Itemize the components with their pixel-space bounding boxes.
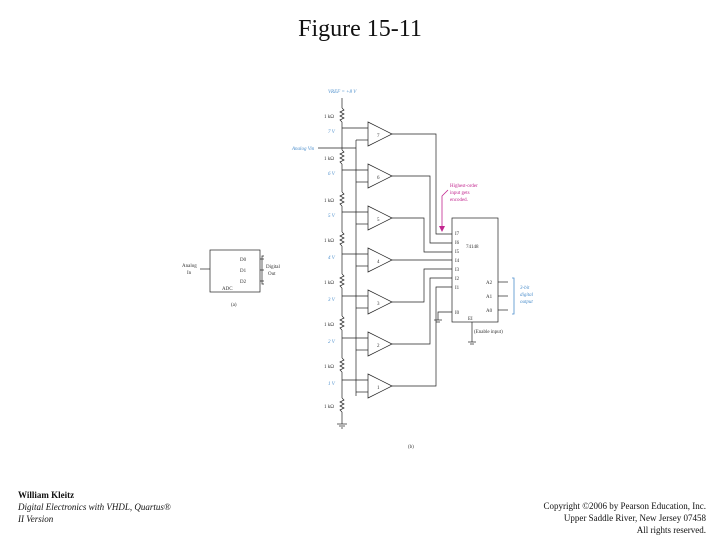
tap-voltage-4: 4 V bbox=[328, 256, 336, 261]
resistor-label-4: 1 kΩ bbox=[324, 239, 334, 244]
comparator-4 bbox=[367, 247, 393, 273]
comparator-num-5: 5 bbox=[377, 218, 380, 223]
page-title: Figure 15-11 bbox=[298, 16, 422, 42]
footer-author: William Kleitz bbox=[18, 490, 75, 500]
resistor-label-6: 1 kΩ bbox=[324, 323, 334, 328]
tap-voltage-2: 2 V bbox=[328, 340, 336, 345]
encoder-enable-pin: EI bbox=[468, 317, 473, 322]
comparator-7 bbox=[367, 121, 393, 147]
tap-voltage-3: 3 V bbox=[328, 298, 336, 303]
encoder-input-i7: I7 bbox=[455, 232, 460, 237]
adc-block-name: ADC bbox=[222, 287, 233, 292]
footer-copyright-3: All rights reserved. bbox=[636, 525, 706, 535]
comparator-num-6: 6 bbox=[377, 176, 380, 181]
adc-block-group: Analog In D0 D1 D2 ADC Digital Out (a) bbox=[182, 249, 280, 308]
resistor-label-1: 1 kΩ bbox=[324, 115, 334, 120]
resistor-label-3: 1 kΩ bbox=[324, 199, 334, 204]
comparator-num-2: 2 bbox=[377, 344, 380, 349]
output-note-3: output bbox=[520, 300, 533, 305]
resistor-label-5: 1 kΩ bbox=[324, 281, 334, 286]
output-bracket bbox=[512, 277, 515, 315]
encoder-input-i0: I0 bbox=[455, 311, 460, 316]
encoder-part-label: 74148 bbox=[466, 245, 479, 250]
priority-arrowhead bbox=[439, 226, 445, 232]
encoder-74148 bbox=[451, 217, 499, 323]
footer-copyright-2: Upper Saddle River, New Jersey 07458 bbox=[563, 513, 706, 523]
adc-output-label-1: Digital bbox=[266, 265, 280, 270]
encoder-input-i1: I1 bbox=[455, 286, 460, 291]
priority-arrow bbox=[441, 189, 449, 228]
footer-right: Copyright ©2006 by Pearson Education, In… bbox=[543, 500, 706, 536]
encoder-output-a2: A2 bbox=[486, 281, 493, 286]
resistor-label-8: 1 kΩ bbox=[324, 405, 334, 410]
tap-voltage-5: 5 V bbox=[328, 214, 336, 219]
priority-note-2: input gets bbox=[450, 191, 470, 196]
adc-output-label-2: Out bbox=[268, 272, 276, 277]
comparator-num-4: 4 bbox=[377, 260, 380, 265]
tap-voltage-1: 1 V bbox=[328, 382, 336, 387]
encoder-input-i6: I6 bbox=[455, 241, 460, 246]
comparator-5 bbox=[367, 205, 393, 231]
adc-output-d1: D1 bbox=[240, 269, 247, 274]
comparator-1 bbox=[367, 373, 393, 399]
adc-part-label: (a) bbox=[231, 303, 237, 308]
encoder-output-a1: A1 bbox=[486, 295, 493, 300]
output-note-1: 3-bit bbox=[520, 286, 530, 291]
adc-output-d2: D2 bbox=[240, 280, 247, 285]
footer-book-title-2: II Version bbox=[18, 514, 54, 524]
footer-book-title-1: Digital Electronics with VHDL, Quartus® bbox=[18, 502, 171, 512]
tap-voltage-6: 6 V bbox=[328, 172, 336, 177]
comparator-2 bbox=[367, 331, 393, 357]
comparator-num-3: 3 bbox=[377, 302, 380, 307]
encoder-input-i3: I3 bbox=[455, 268, 460, 273]
comparators bbox=[342, 121, 393, 399]
priority-note-1: Highest-order bbox=[450, 184, 478, 189]
circuit-part-label: (b) bbox=[408, 445, 414, 450]
flash-adc-circuit: VREF = +8 V 1 kΩ 1 kΩ bbox=[291, 90, 534, 450]
comparator-3 bbox=[367, 289, 393, 315]
adc-output-bracket bbox=[261, 255, 264, 285]
resistor-label-2: 1 kΩ bbox=[324, 157, 334, 162]
encoder-input-i4: I4 bbox=[455, 259, 460, 264]
output-note-2: digital bbox=[520, 293, 534, 298]
enable-note: (Enable input) bbox=[474, 330, 503, 335]
priority-note-3: encoded. bbox=[450, 198, 468, 203]
comparator-num-1: 1 bbox=[377, 386, 380, 391]
adc-input-label-2: In bbox=[187, 271, 192, 276]
encoder-input-i5: I5 bbox=[455, 250, 460, 255]
comparator-6 bbox=[367, 163, 393, 189]
footer-copyright-1: Copyright ©2006 by Pearson Education, In… bbox=[543, 501, 706, 511]
vref-label: VREF = +8 V bbox=[328, 90, 357, 95]
comparator-to-encoder-wires bbox=[392, 133, 452, 387]
analog-in-label: Analog Vin bbox=[291, 147, 315, 152]
footer-left: William Kleitz Digital Electronics with … bbox=[18, 489, 171, 525]
tap-voltage-7: 7 V bbox=[328, 130, 336, 135]
resistor-ladder bbox=[337, 98, 347, 429]
encoder-output-a0: A0 bbox=[486, 309, 493, 314]
encoder-input-i2: I2 bbox=[455, 277, 460, 282]
adc-input-label-1: Analog bbox=[182, 264, 197, 269]
comparator-num-7: 7 bbox=[377, 134, 380, 139]
resistor-label-7: 1 kΩ bbox=[324, 365, 334, 370]
adc-output-d0: D0 bbox=[240, 258, 247, 263]
adc-block bbox=[209, 249, 261, 293]
